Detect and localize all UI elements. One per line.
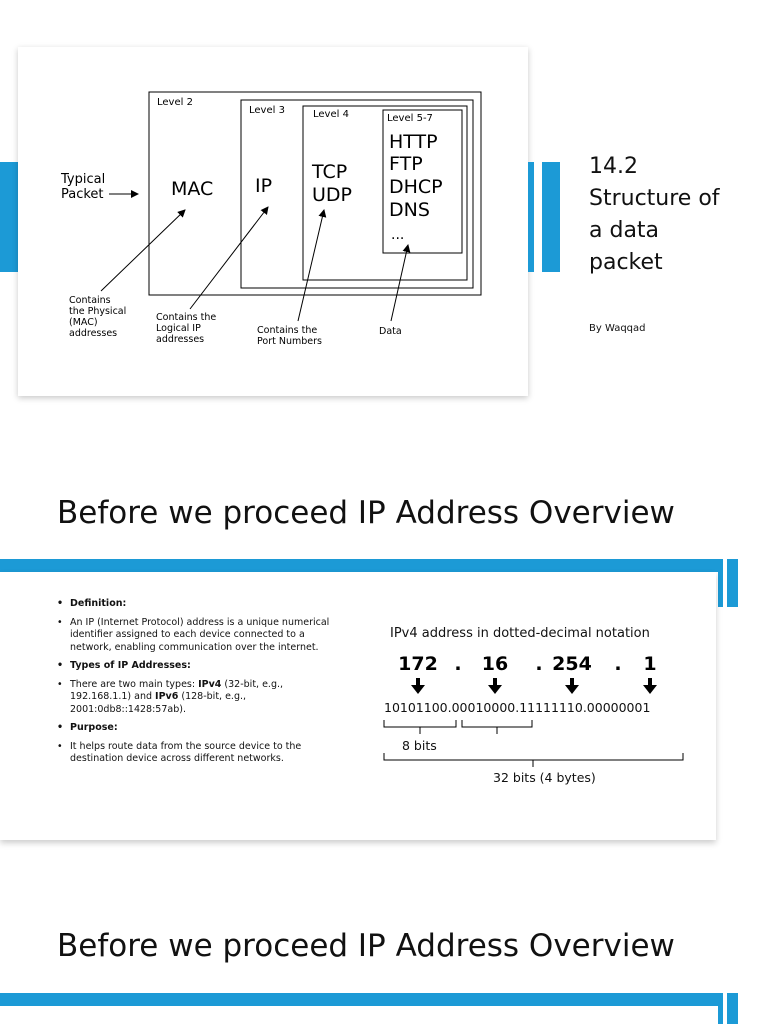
level2-box bbox=[148, 91, 482, 296]
slide2-accent-thick bbox=[727, 559, 738, 607]
data-annotation: Data bbox=[379, 326, 402, 337]
level4-box bbox=[302, 105, 468, 281]
accent-bar-thin bbox=[528, 162, 534, 272]
protocol-dhcp: DHCP bbox=[389, 176, 443, 198]
typical-packet-label-2: Packet bbox=[61, 187, 104, 202]
protocol-dns: DNS bbox=[389, 199, 430, 221]
author-credit: By Waqqad bbox=[589, 323, 646, 334]
ipv4-caption: IPv4 address in dotted-decimal notation bbox=[390, 626, 650, 641]
protocol-ftp: FTP bbox=[389, 153, 423, 175]
level57-label: Level 5-7 bbox=[387, 113, 433, 124]
udp-label: UDP bbox=[312, 184, 352, 206]
ipv4-figure: IPv4 address in dotted-decimal notation … bbox=[383, 626, 684, 785]
types-text-part-1: There are two main types: bbox=[70, 678, 199, 690]
ip-annotation-arrow bbox=[189, 206, 269, 310]
ip-annotation-line-2: Logical IP bbox=[156, 323, 201, 334]
down-arrow-icon bbox=[411, 678, 425, 694]
mac-annotation-line-3: (MAC) bbox=[69, 317, 98, 328]
slide-title-line-2: Structure of bbox=[589, 186, 720, 211]
tcp-label: TCP bbox=[311, 161, 347, 183]
ip-label: IP bbox=[255, 175, 272, 197]
protocol-ellipsis: ... bbox=[391, 227, 404, 243]
protocol-http: HTTP bbox=[389, 131, 438, 153]
octet-4: 1 bbox=[643, 653, 656, 675]
slide3-accent-thin bbox=[718, 993, 723, 1024]
label-32-bits: 32 bits (4 bytes) bbox=[493, 770, 596, 785]
slide-title-line-4: packet bbox=[589, 250, 663, 275]
packet-diagram-image: Level 2 Level 3 Level 4 Level 5-7 Typica… bbox=[18, 47, 528, 396]
dot-3: . bbox=[614, 653, 621, 675]
slide2-top-bar bbox=[0, 559, 718, 572]
port-annotation-line-1: Contains the bbox=[257, 325, 317, 336]
slide3-body bbox=[0, 1006, 716, 1024]
port-annotation-arrow bbox=[297, 209, 327, 322]
accent-bar-thick bbox=[542, 162, 560, 272]
ip-overview-slide: Definition: An IP (Internet Protocol) ad… bbox=[0, 572, 716, 840]
section-heading-2: Before we proceed IP Address Overview bbox=[57, 928, 675, 964]
types-text-part-3: (32-bit, e.g., 192.168.1.1) and bbox=[70, 678, 284, 703]
dot-2: . bbox=[535, 653, 542, 675]
slide3-top-bar bbox=[0, 993, 718, 1006]
bullet-definition-text: An IP (Internet Protocol) address is a u… bbox=[54, 617, 339, 655]
bullet-types-text: There are two main types: IPv4 (32-bit, … bbox=[54, 679, 339, 717]
bullet-types-heading: Types of IP Addresses: bbox=[54, 660, 339, 673]
slide2-accent-thin bbox=[718, 559, 723, 607]
accent-bar-left bbox=[0, 162, 22, 272]
octet-2: 16 bbox=[482, 653, 508, 675]
ipv6-term: IPv6 bbox=[155, 691, 179, 702]
bracket-8-bits-second bbox=[461, 720, 533, 734]
binary-address: 10101100.00010000.11111110.00000001 bbox=[384, 700, 650, 715]
down-arrow-icon bbox=[643, 678, 657, 694]
bullet-purpose-heading: Purpose: bbox=[54, 722, 339, 735]
level57-box bbox=[382, 109, 463, 254]
port-annotation-line-2: Port Numbers bbox=[257, 336, 322, 347]
ip-annotation-line-1: Contains the bbox=[156, 312, 216, 323]
mac-annotation-line-2: the Physical bbox=[69, 306, 126, 317]
types-text-part-5: (128-bit, e.g., 2001:0db8::1428:57ab). bbox=[70, 691, 247, 715]
ip-annotation-line-3: addresses bbox=[156, 334, 204, 345]
down-arrow-icon bbox=[565, 678, 579, 694]
level3-box bbox=[240, 99, 474, 289]
mac-label: MAC bbox=[171, 178, 213, 200]
typical-packet-label-1: Typical bbox=[60, 172, 105, 187]
level3-label: Level 3 bbox=[249, 105, 285, 116]
ip-bullet-list: Definition: An IP (Internet Protocol) ad… bbox=[54, 598, 339, 772]
down-arrow-icon bbox=[488, 678, 502, 694]
octet-1: 172 bbox=[398, 653, 438, 675]
mac-annotation-arrow bbox=[100, 209, 186, 292]
data-annotation-arrow bbox=[390, 244, 411, 322]
slide-title: 14.2 Structure of a data packet bbox=[589, 151, 764, 279]
mac-annotation-line-1: Contains bbox=[69, 295, 111, 306]
level2-label: Level 2 bbox=[157, 97, 193, 108]
slide-title-line-1: 14.2 bbox=[589, 154, 638, 179]
label-8-bits: 8 bits bbox=[402, 738, 437, 753]
bullet-purpose-text: It helps route data from the source devi… bbox=[54, 741, 339, 766]
bullet-definition-heading: Definition: bbox=[54, 598, 339, 611]
bracket-8-bits-first bbox=[383, 720, 457, 734]
octet-3: 254 bbox=[552, 653, 592, 675]
slide3-accent-thick bbox=[727, 993, 738, 1024]
slide-title-line-3: a data bbox=[589, 218, 660, 243]
packet-structure-diagram: Level 2 Level 3 Level 4 Level 5-7 Typica… bbox=[60, 91, 482, 347]
section-heading-1: Before we proceed IP Address Overview bbox=[57, 495, 675, 531]
ipv4-term: IPv4 bbox=[198, 678, 222, 690]
bracket-32-bits bbox=[383, 753, 684, 767]
mac-annotation-line-4: addresses bbox=[69, 328, 117, 339]
level4-label: Level 4 bbox=[313, 109, 349, 120]
dot-1: . bbox=[454, 653, 461, 675]
